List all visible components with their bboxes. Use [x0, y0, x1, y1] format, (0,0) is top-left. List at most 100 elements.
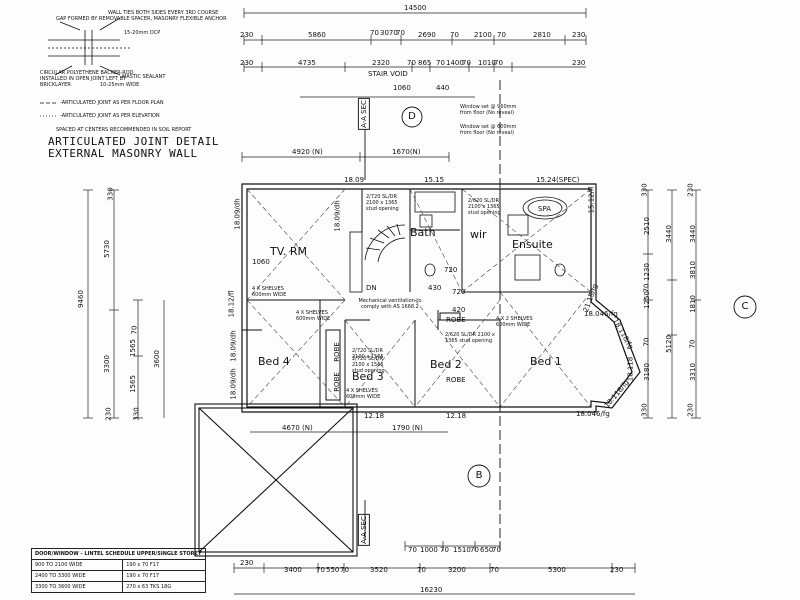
dim-bot2-1: 70	[408, 546, 417, 554]
dim-top2-1: 230	[240, 59, 254, 67]
robe-4: ROBE	[446, 376, 466, 384]
dim-top-3: 70	[370, 29, 379, 37]
dim-right1-2: 2510	[642, 217, 651, 235]
door-note-2: 2/720 SL/DR 2100 x 1565	[352, 348, 384, 360]
level-2: 15.15	[424, 176, 445, 184]
dim-top-6: 2690	[418, 31, 436, 39]
room-tv: TV. RM	[270, 245, 307, 258]
shelves-note-3: 4 X SHELVES 600mm WIDE	[252, 286, 287, 298]
table-row: 900 TO 2100 WIDE 190 x 70 F17	[30, 559, 206, 571]
mech-ventilation-note: Mechanical ventilation to comply with AS…	[358, 298, 422, 310]
dim-left-d: 70	[130, 325, 139, 335]
door-note-3: 2/720 SL/DR 2100 x 1565 stud opening	[352, 356, 385, 374]
dim-420: 420	[452, 306, 466, 314]
schedule-cell: 3300 TO 3600 WIDE	[30, 581, 124, 593]
dim-top2-11: 230	[572, 59, 586, 67]
dim-top-2: 5860	[308, 31, 326, 39]
dim-top2-5: 865	[418, 59, 432, 67]
dim-top2-6: 70	[436, 59, 445, 67]
level-11: 12.18	[446, 412, 467, 420]
dim-top-5: 70	[396, 29, 405, 37]
dim-bot2-4: 1510	[453, 546, 471, 554]
gap-note: GAP FORMED BY REMOVABLE SPACER, MASONRY …	[56, 16, 227, 22]
level-5: 18.09/dh	[233, 198, 242, 230]
level-1: 18.09	[344, 176, 365, 184]
dim-top2-8: 70	[462, 59, 471, 67]
dim-top-1: 230	[240, 31, 254, 39]
level-14: 18.118	[626, 356, 635, 382]
door-note-5: 2/620 SL/DR 2100 x 1365 stud opening	[468, 198, 501, 216]
dim-720: 720	[444, 266, 458, 274]
gap-width-note: 10-25mm WIDE	[100, 82, 140, 88]
dim-left-overall: 9460	[76, 290, 85, 308]
dim-1670: 1670(N)	[392, 148, 421, 156]
schedule-cell: 2400 TO 3300 WIDE	[30, 570, 124, 582]
dim-right1-9: 70	[642, 337, 651, 347]
dim-top2-4: 70	[407, 59, 416, 67]
room-bed4: Bed 4	[258, 355, 290, 368]
dim-top-11: 230	[572, 31, 586, 39]
dim-top-8: 2100	[474, 31, 492, 39]
dim-right2-5: 3310	[688, 363, 697, 381]
dim-bot2-2: 1000	[420, 546, 438, 554]
dim-top2-9: 1010	[478, 59, 496, 67]
robe-2: ROBE	[332, 342, 341, 362]
dim-top2-2: 4735	[298, 59, 316, 67]
dim-bot-7: 70	[417, 566, 426, 574]
shelves-note-1: 4 X SHELVES 600mm WIDE	[296, 310, 331, 322]
dim-left-b: 3300	[102, 355, 111, 373]
level-3: 15.24(SPEC)	[536, 176, 580, 184]
schedule-cell: 190 x 70 F17	[122, 559, 206, 571]
dim-top2-3: 2320	[372, 59, 390, 67]
lintel-schedule: DOOR/WINDOW - LINTEL SCHEDULE UPPER/SING…	[30, 548, 206, 593]
dim-left-g: 3600	[152, 350, 161, 368]
stair-void-label: STAIR VOID	[368, 70, 408, 78]
shelves-note-2: 4 X SHELVES 600mm WIDE	[346, 388, 381, 400]
dim-right1-3: 3440	[664, 225, 673, 243]
dim-top-4: 3070	[380, 29, 398, 37]
spacing-note: SPACED AT CENTERS RECOMMENDED IN SOIL RE…	[56, 127, 192, 133]
dim-bot2-7: 70	[492, 546, 501, 554]
room-bed1: Bed 1	[530, 355, 562, 368]
dim-top-10: 2810	[533, 31, 551, 39]
dim-right1-8: 3180	[642, 363, 651, 381]
marker-c: C	[741, 301, 749, 312]
dim-bot2-6: 650	[480, 546, 494, 554]
dim-bot-11: 230	[610, 566, 624, 574]
level-6: 18.09/dh	[333, 200, 342, 232]
dim-bot-4: 550	[326, 566, 340, 574]
dim-1060-tv: 1060	[252, 258, 270, 266]
robe-1: ROBE	[446, 316, 466, 324]
level-4: 15.12/fl	[587, 186, 596, 214]
dim-1790: 1790 (N)	[392, 424, 423, 432]
wall-ties-note: WALL TIES BOTH SIDES EVERY 3RD COURSE	[108, 10, 219, 16]
dim-left-i: 330	[132, 407, 141, 421]
dim-right1-7: 5120	[664, 335, 673, 353]
schedule-cell: 900 TO 2100 WIDE	[30, 559, 124, 571]
level-7: 18.12/fl	[227, 290, 236, 318]
dim-720b: 720	[452, 288, 466, 296]
dim-1060-top: 1060	[393, 84, 411, 92]
dim-overall-top: 14500	[404, 4, 427, 12]
stair-dn: DN	[366, 284, 377, 292]
dim-bot-3: 70	[316, 566, 325, 574]
schedule-cell: 190 x 70 F17	[122, 570, 206, 582]
level-10: 12.18	[364, 412, 385, 420]
dim-430: 430	[428, 284, 442, 292]
detail-title-line2: EXTERNAL MASONRY WALL	[48, 147, 198, 160]
dim-top-9: 70	[497, 31, 506, 39]
dim-right1-4: 1230	[642, 263, 651, 281]
table-row: 2400 TO 3300 WIDE 190 x 70 F17	[30, 570, 206, 582]
dim-left-c: 230	[104, 407, 113, 421]
legend-aj-plan: -ARTICULATED JOINT AS PER FLOOR PLAN	[60, 100, 164, 106]
level-12: 18.046/fg	[584, 310, 618, 318]
schedule-header: DOOR/WINDOW - LINTEL SCHEDULE UPPER/SING…	[31, 548, 206, 560]
window-note-2: Window set @ 600mm from floor (No reveal…	[460, 124, 517, 136]
dim-right2-6: 70	[688, 339, 697, 349]
dim-bot-10: 5300	[548, 566, 566, 574]
dim-440-top: 440	[436, 84, 450, 92]
section-marker-top: A-A SEC	[357, 98, 370, 130]
door-note-1: 2/720 SL/DR 2100 x 1365 stud opening	[366, 194, 399, 212]
detail-title-line1: ARTICULATED JOINT DETAIL	[48, 135, 219, 148]
